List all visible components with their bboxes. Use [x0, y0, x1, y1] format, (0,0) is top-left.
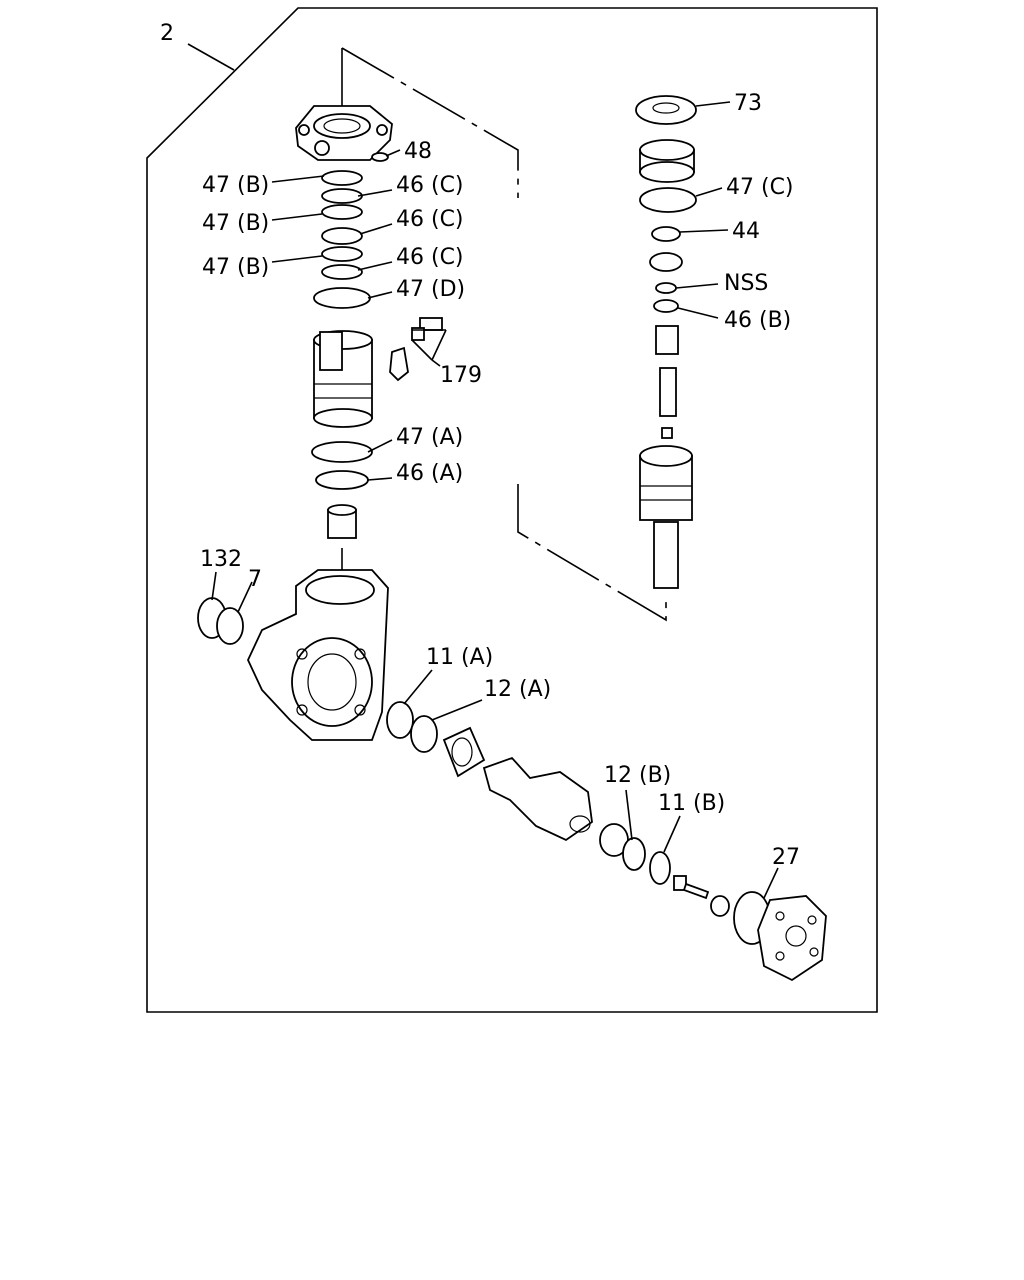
label-47b-1: 47 (B) [202, 173, 269, 198]
sector-shaft-part [482, 756, 593, 842]
leader-27 [763, 867, 779, 899]
nut-48-part [371, 152, 389, 162]
label-48: 48 [404, 139, 432, 164]
leader-2 [187, 43, 235, 71]
seal-ring-47b-2 [321, 204, 363, 220]
label-47b-2: 47 (B) [202, 211, 269, 236]
needle-bearing-part [442, 726, 486, 778]
leader-11a [403, 669, 433, 705]
leader-46c-2 [359, 223, 393, 235]
piston-part [313, 330, 373, 428]
valve-bracket-line-lower [517, 484, 667, 622]
leader-12a [431, 699, 483, 721]
ring-11a-part [386, 701, 414, 739]
leader-73 [695, 101, 731, 107]
top-cover-part [295, 105, 393, 161]
seal-ring-47b-3 [321, 246, 363, 262]
leader-46b [677, 307, 719, 319]
seal-ring-46c-1 [321, 188, 363, 204]
label-27: 27 [772, 845, 800, 870]
spool-sleeve-part [655, 325, 679, 355]
leader-44 [679, 229, 729, 233]
label-47b-3: 47 (B) [202, 255, 269, 280]
ring-12b-part [622, 837, 646, 871]
ring-11b-part [649, 851, 671, 885]
label-12b: 12 (B) [604, 763, 671, 788]
leader-46c-1 [357, 189, 393, 197]
leader-47c [695, 187, 723, 197]
leader-179 [431, 359, 441, 367]
label-179: 179 [440, 363, 482, 388]
seal-ring-46c-3 [321, 264, 363, 280]
leader-nss [675, 283, 719, 289]
pin-part [661, 427, 673, 439]
label-11a: 11 (A) [426, 645, 493, 670]
label-11b: 11 (B) [658, 791, 725, 816]
leader-11b [663, 815, 681, 853]
leader-47b-2 [271, 213, 323, 221]
seal-ring-47b-1 [321, 170, 363, 186]
seal-ring-47d [313, 287, 371, 309]
label-46a: 46 (A) [396, 461, 463, 486]
side-cover-27-part [733, 891, 827, 982]
label-12a: 12 (A) [484, 677, 551, 702]
ring-7-part [216, 607, 244, 645]
leader-48 [385, 149, 401, 157]
valve-bracket-line [341, 47, 519, 198]
label-47d: 47 (D) [396, 277, 465, 302]
ring-nss-part [655, 282, 677, 294]
ring-12a-part [410, 715, 438, 753]
seal-ring-46a [315, 470, 369, 490]
label-2: 2 [160, 21, 174, 46]
leader-46c-3 [357, 261, 393, 271]
label-47c: 47 (C) [726, 175, 794, 200]
label-46c-2: 46 (C) [396, 207, 464, 232]
ring-46b-part [653, 299, 679, 313]
adjust-screw-part [673, 875, 730, 917]
leader-47b-1 [271, 175, 325, 183]
bushing-part [327, 504, 357, 539]
label-73: 73 [734, 91, 762, 116]
valve-body-part [639, 445, 693, 521]
label-44: 44 [732, 219, 760, 244]
label-46c-1: 46 (C) [396, 173, 464, 198]
leader-12b [625, 789, 633, 841]
bearing-lower-part [649, 252, 683, 272]
valve-housing-top-part [639, 139, 695, 183]
worm-shaft-part [653, 521, 679, 589]
seal-ring-46c-2 [321, 227, 363, 245]
label-7: 7 [248, 567, 262, 592]
washer-73-hole [652, 102, 680, 114]
leader-7 [237, 581, 253, 613]
leader-46a [367, 477, 393, 481]
washer-73-part [635, 95, 697, 125]
leader-47d [367, 291, 393, 299]
torsion-bar-part [659, 367, 677, 417]
leader-47b-3 [271, 255, 323, 263]
seal-ring-47a [311, 441, 373, 463]
label-46b: 46 (B) [724, 308, 791, 333]
kit-boundary-frame [146, 7, 878, 1013]
seal-ring-47c [639, 187, 697, 213]
gear-housing-part [247, 569, 389, 741]
bearing-44-part [651, 226, 681, 242]
label-132: 132 [200, 547, 242, 572]
bolt-179-part [389, 317, 447, 382]
label-46c-3: 46 (C) [396, 245, 464, 270]
label-47a: 47 (A) [396, 425, 463, 450]
leader-132 [211, 571, 217, 601]
label-nss: NSS [724, 271, 768, 296]
leader-47a [367, 439, 393, 453]
